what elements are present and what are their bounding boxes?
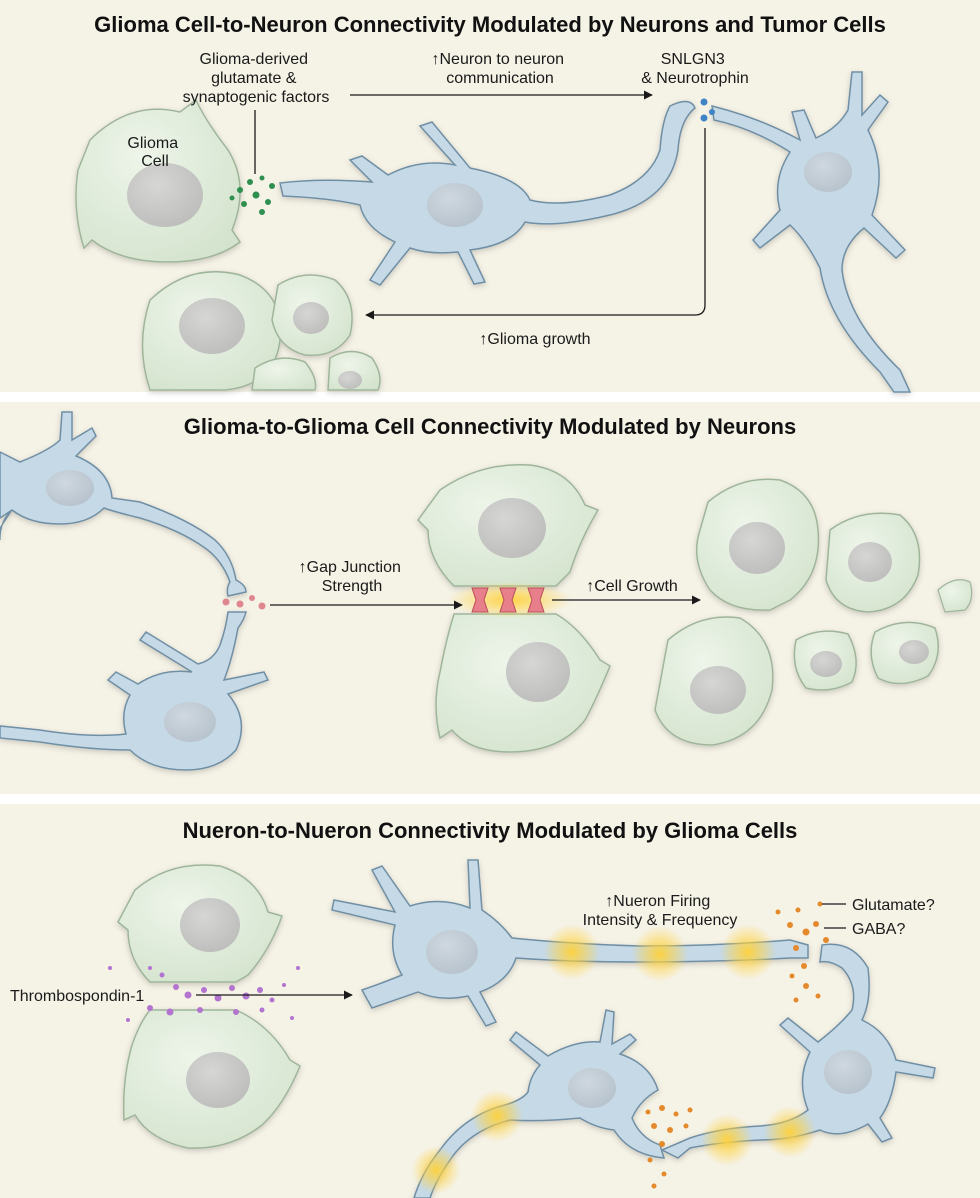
snlgn3-label: SNLGN3 & Neurotrophin <box>641 51 749 87</box>
thrombospondin-label: Thrombospondin-1 <box>10 988 144 1005</box>
gap-junction-label: ↑Gap Junction Strength <box>299 559 406 595</box>
firing-glow-top <box>544 924 776 982</box>
glioma-factors-label: Glioma-derived glutamate & synaptogenic … <box>183 51 330 106</box>
firing-glow-bottom <box>412 1090 816 1194</box>
firing-label: ↑Nueron Firing Intensity & Frequency <box>583 893 738 929</box>
glioma-cell-large <box>75 98 242 263</box>
panel-3-title: Nueron-to-Nueron Connectivity Modulated … <box>183 818 798 843</box>
panel-1-title: Glioma Cell-to-Neuron Connectivity Modul… <box>94 12 886 37</box>
neuron-communication-label: ↑Neuron to neuron communication <box>432 51 569 87</box>
neuron-4 <box>0 611 270 771</box>
glioma-cell-cluster <box>141 270 381 391</box>
glutamate-dots <box>229 175 275 215</box>
cell-growth-label: ↑Cell Growth <box>586 578 678 595</box>
thrombospondin-dots <box>108 966 300 1022</box>
snlgn3-dots <box>700 98 715 122</box>
gaba-label: GABA? <box>852 921 905 938</box>
panel-2-title: Glioma-to-Glioma Cell Connectivity Modul… <box>184 414 796 439</box>
neuron-1 <box>279 100 696 286</box>
neuron-6 <box>660 943 936 1159</box>
glioma-cell-label: Glioma Cell <box>127 135 182 170</box>
glioma-cells-left <box>117 864 301 1149</box>
gap-junctions <box>448 582 572 618</box>
synapse-dots <box>222 595 266 610</box>
neuron-3 <box>0 411 247 597</box>
arrow-glioma-growth <box>365 128 706 320</box>
neurotransmitter-dots <box>645 901 829 1189</box>
glioma-growth-label: ↑Glioma growth <box>479 331 590 348</box>
neuron-2 <box>711 71 912 393</box>
glutamate-label: Glutamate? <box>852 897 935 914</box>
glioma-cell-cluster-right <box>654 478 973 746</box>
glioma-cells-coupled <box>417 463 611 753</box>
